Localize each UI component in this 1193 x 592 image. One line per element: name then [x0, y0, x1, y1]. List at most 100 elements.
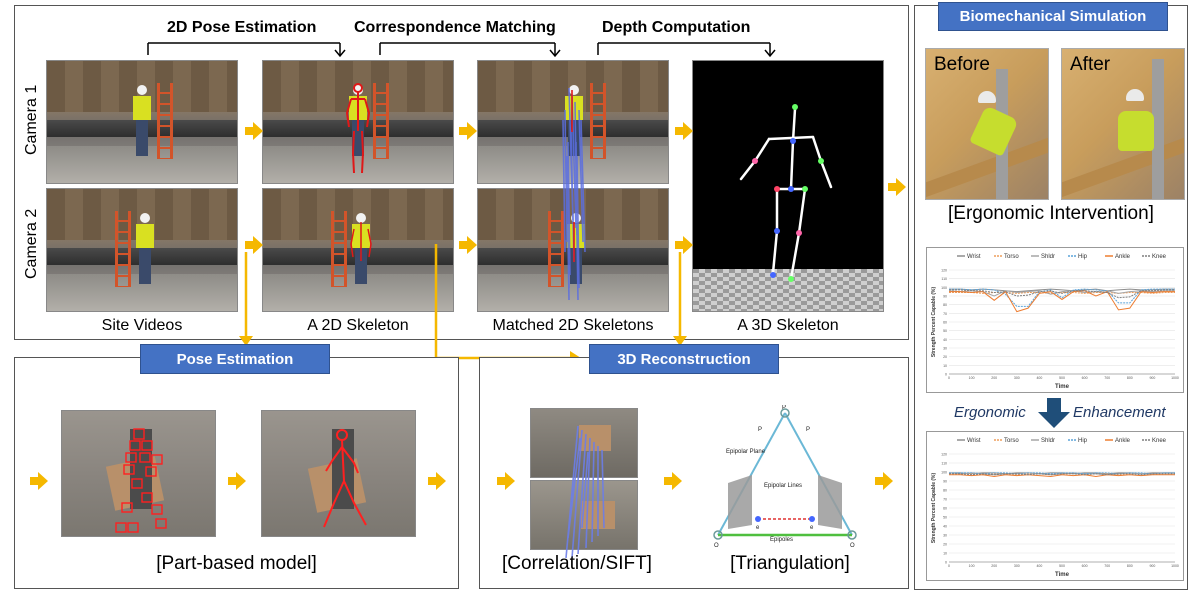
x-tick-label: 400	[1036, 376, 1042, 380]
y-tick-label: 120	[941, 269, 947, 273]
arrow-right-icon	[888, 178, 906, 196]
legend-label: Shldr	[1041, 438, 1055, 444]
y-tick-label: 40	[943, 338, 947, 342]
enhancement-label: Enhancement	[1073, 404, 1166, 421]
arrow-right-icon	[664, 472, 682, 490]
y-tick-label: 30	[943, 347, 947, 351]
series-line-knee	[949, 289, 1175, 299]
part-based-photo-skeleton	[261, 410, 416, 537]
stage-depth-computation: Depth Computation	[602, 19, 751, 36]
correlation-sift-caption: [Correlation/SIFT]	[502, 553, 652, 574]
series-line-shldr	[948, 290, 1175, 297]
arrow-right-icon	[30, 472, 48, 490]
connector-arrows	[239, 244, 687, 365]
x-tick-label: 400	[1036, 564, 1042, 568]
x-axis-title: Time	[1055, 572, 1070, 578]
skeleton-2d-camera-1	[262, 60, 454, 184]
y-tick-label: 0	[945, 561, 947, 565]
y-tick-label: 80	[943, 489, 947, 493]
ergonomic-intervention-caption: [Ergonomic Intervention]	[948, 203, 1154, 224]
stage-2d-pose-estimation: 2D Pose Estimation	[167, 19, 317, 36]
y-tick-label: 120	[941, 453, 947, 457]
series-line-ankle	[949, 474, 1175, 478]
x-tick-label: 900	[1149, 564, 1155, 568]
caption-matched-skeletons: Matched 2D Skeletons	[492, 317, 654, 334]
y-tick-label: 60	[943, 507, 947, 511]
series-line-knee	[949, 473, 1175, 476]
arrow-right-icon	[459, 122, 477, 140]
series-line-ankle	[949, 290, 1175, 313]
series-line-hip	[949, 472, 1175, 475]
caption-2d-skeleton: A 2D Skeleton	[307, 317, 409, 334]
x-tick-label: 600	[1082, 564, 1088, 568]
reconstruction-title: 3D Reconstruction	[589, 344, 779, 374]
site-video-camera-2	[46, 188, 238, 312]
x-tick-label: 800	[1127, 564, 1133, 568]
skeleton-2d-camera-2	[262, 188, 454, 312]
legend-label: Wrist	[967, 254, 981, 260]
y-axis-title: Strength Percent Capable (%)	[931, 287, 937, 358]
label-epipoles: Epipoles	[770, 537, 793, 543]
x-tick-label: 500	[1059, 564, 1065, 568]
sift-match-lines	[565, 425, 605, 559]
caption-site-videos: Site Videos	[101, 317, 183, 334]
sim-after-image	[1061, 48, 1185, 200]
x-tick-label: 700	[1104, 564, 1110, 568]
y-tick-label: 90	[943, 295, 947, 299]
arrow-right-icon	[428, 472, 446, 490]
legend-label: Ankle	[1115, 254, 1131, 260]
x-tick-label: 300	[1014, 564, 1020, 568]
x-tick-label: 0	[948, 376, 950, 380]
y-tick-label: 20	[943, 355, 947, 359]
stage-correspondence-matching: Correspondence Matching	[354, 19, 556, 36]
x-tick-label: 200	[991, 564, 997, 568]
arrow-right-icon	[675, 236, 693, 254]
x-tick-label: 600	[1082, 376, 1088, 380]
y-tick-label: 30	[943, 534, 947, 538]
pose-estimation-title: Pose Estimation	[140, 344, 330, 374]
down-arrow-icon	[1038, 398, 1070, 428]
x-tick-label: 500	[1059, 376, 1065, 380]
stage-brackets	[147, 42, 776, 58]
label-pr: P	[806, 427, 810, 433]
arrow-right-icon	[675, 122, 693, 140]
y-tick-label: 60	[943, 321, 947, 325]
y-tick-label: 70	[943, 312, 947, 316]
series-line-hip	[949, 288, 1175, 307]
x-tick-label: 200	[991, 376, 997, 380]
x-tick-label: 800	[1127, 376, 1133, 380]
arrow-right-icon	[245, 122, 263, 140]
legend-label: Wrist	[967, 438, 981, 444]
label-p: P	[782, 405, 786, 411]
label-er: e	[810, 525, 814, 531]
legend-label: Torso	[1004, 438, 1019, 444]
y-tick-label: 110	[941, 277, 947, 281]
label-epipolar-lines: Epipolar Lines	[764, 483, 802, 489]
y-tick-label: 80	[943, 303, 947, 307]
y-tick-label: 40	[943, 525, 947, 529]
legend-label: Ankle	[1115, 438, 1131, 444]
triangulation-caption: [Triangulation]	[730, 553, 850, 574]
triangulation-diagram: P P P Epipolar Plane Epipolar Lines Epip…	[713, 405, 857, 549]
arrow-right-icon	[228, 472, 246, 490]
part-based-photo-boxes	[61, 410, 216, 537]
arrow-right-icon	[459, 236, 477, 254]
legend-label: Knee	[1152, 438, 1167, 444]
y-tick-label: 50	[943, 516, 947, 520]
x-axis-title: Time	[1055, 384, 1070, 390]
before-label: Before	[934, 54, 990, 75]
label-epipolar-plane: Epipolar Plane	[726, 449, 766, 455]
y-tick-label: 50	[943, 329, 947, 333]
y-tick-label: 70	[943, 498, 947, 502]
sim-before-image	[925, 48, 1049, 200]
y-tick-label: 10	[943, 364, 947, 368]
legend-label: Torso	[1004, 254, 1019, 260]
skeleton-3d-view	[692, 60, 884, 312]
x-tick-label: 1000	[1171, 376, 1179, 380]
y-axis-title: Strength Percent Capable (%)	[931, 473, 937, 544]
biomech-title: Biomechanical Simulation	[938, 2, 1168, 31]
